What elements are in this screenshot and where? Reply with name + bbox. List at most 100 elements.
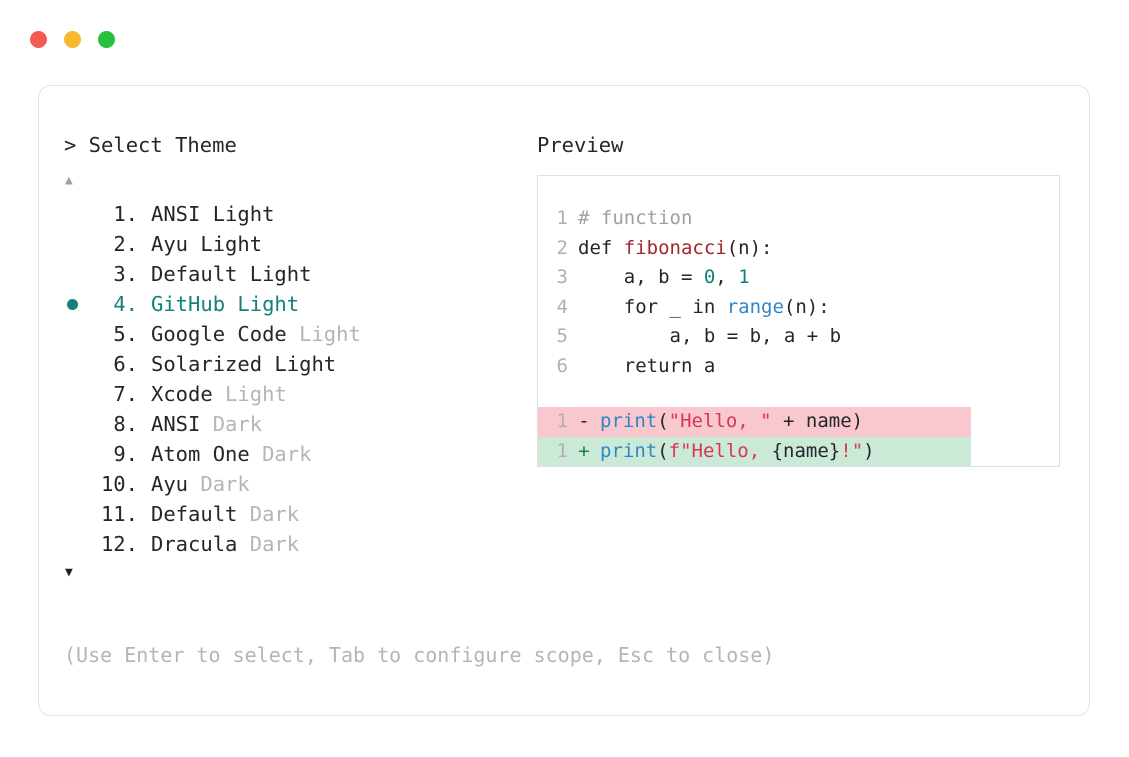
theme-variant-suffix: Dark: [200, 412, 263, 436]
theme-list-item[interactable]: 7.Xcode Light: [64, 379, 534, 409]
window-close-button[interactable]: [30, 31, 47, 48]
diff-line-add: 1 + print(f"Hello, {name}!"): [538, 436, 971, 467]
code-token: (: [657, 410, 669, 432]
theme-index: 3.: [113, 262, 138, 286]
theme-list-item[interactable]: 4. GitHub Light: [64, 289, 534, 319]
code-line: 1# function: [538, 204, 1059, 234]
theme-variant-suffix: Dark: [188, 472, 250, 496]
code-token: # function: [578, 207, 693, 229]
code-line-text: def fibonacci(n):: [578, 234, 772, 264]
theme-list-item[interactable]: 6. Solarized Light: [64, 349, 534, 379]
theme-list-item[interactable]: 12.Dracula Dark: [64, 529, 534, 559]
theme-list-item[interactable]: 11. Default Dark: [64, 499, 534, 529]
code-line-number: 4: [556, 295, 568, 318]
theme-picker-panel: > Select Theme ▲ 1. ANSI Light 2.Ayu Light…: [38, 85, 1090, 716]
theme-index: 8.: [113, 412, 138, 436]
window-minimize-button[interactable]: [64, 31, 81, 48]
window-maximize-button[interactable]: [98, 31, 115, 48]
code-line: 6 return a: [538, 352, 1059, 382]
theme-name: GitHub Light: [151, 292, 300, 316]
code-line: 2 def fibonacci(n):: [538, 234, 1059, 264]
theme-name: Default: [151, 502, 238, 526]
theme-selection-column: > Select Theme ▲ 1. ANSI Light 2.Ayu Light…: [64, 131, 534, 583]
code-token: (n):: [726, 236, 773, 259]
code-token: a, b = b, a + b: [578, 325, 842, 347]
scroll-down-arrow-icon[interactable]: ▼: [65, 565, 73, 580]
theme-list-item[interactable]: 5.Google Code Light: [64, 319, 534, 349]
code-line-text: a, b = b, a + b: [578, 322, 842, 352]
code-token: ,: [715, 266, 739, 288]
theme-name: ANSI: [151, 412, 201, 436]
select-theme-heading: > Select Theme: [64, 133, 237, 157]
theme-name: Google Code: [151, 322, 287, 346]
diff-line-number: 1: [556, 439, 568, 462]
theme-list-item[interactable]: 10. Ayu Dark: [64, 469, 534, 499]
selection-bullet-cell: [64, 439, 92, 469]
theme-list-item[interactable]: 2.Ayu Light: [64, 229, 534, 259]
theme-variant-suffix: Light: [212, 382, 287, 406]
selection-bullet-cell: [64, 229, 92, 259]
code-line-number: 6: [556, 354, 568, 377]
code-token: "Hello, ": [668, 410, 772, 432]
theme-name: Atom One: [151, 442, 250, 466]
theme-variant-suffix: Dark: [237, 532, 300, 556]
theme-variant-suffix: Dark: [249, 442, 312, 466]
diff-sign: +: [578, 439, 590, 462]
code-token: (n):: [783, 295, 830, 318]
code-token: print: [600, 410, 658, 432]
code-line: 5 a, b = b, a + b: [538, 322, 1059, 352]
keyboard-hint: (Use Enter to select, Tab to configure s…: [64, 643, 775, 667]
selection-bullet-cell: [64, 289, 92, 319]
theme-index: 6.: [113, 352, 138, 376]
theme-name: Ayu: [151, 472, 189, 496]
code-line-number: 2: [556, 236, 568, 259]
panel-columns: > Select Theme ▲ 1. ANSI Light 2.Ayu Light…: [39, 86, 1089, 715]
code-token: f"Hello,: [668, 439, 772, 462]
theme-index: 11.: [100, 502, 138, 526]
code-token: print: [600, 439, 658, 462]
selection-bullet-cell: [64, 499, 92, 529]
theme-index: 9.: [113, 442, 138, 466]
code-token: range: [726, 295, 784, 318]
theme-list-item[interactable]: 8. ANSI Dark: [64, 409, 534, 439]
selection-bullet-cell: [64, 319, 92, 349]
theme-index: 1.: [113, 202, 138, 226]
theme-index: 4.: [113, 292, 138, 316]
code-token: {name}: [771, 439, 841, 462]
diff-sign: -: [578, 410, 590, 432]
code-token: for _ in: [578, 295, 727, 318]
theme-list-item[interactable]: 3. Default Light: [64, 259, 534, 289]
code-line: 4 for _ in range(n):: [538, 293, 1059, 323]
selection-bullet-cell: [64, 529, 92, 559]
code-token: 1: [738, 266, 750, 288]
code-token: a, b =: [578, 266, 704, 288]
scroll-up-arrow-icon[interactable]: ▲: [65, 173, 73, 188]
theme-name: Dracula: [151, 532, 238, 556]
code-line-number: 5: [556, 325, 568, 347]
theme-name: Default Light: [151, 262, 312, 286]
code-spacer: [538, 381, 1059, 407]
theme-name: ANSI Light: [151, 202, 275, 226]
theme-list: 1. ANSI Light 2.Ayu Light 3. Default Light 4.…: [64, 199, 534, 559]
code-token: ): [863, 439, 875, 462]
selection-bullet-cell: [64, 409, 92, 439]
code-token: (: [657, 439, 669, 462]
code-token: !": [840, 439, 864, 462]
code-line: 3 a, b = 0, 1: [538, 263, 1059, 293]
code-token: + name): [771, 410, 864, 432]
theme-list-item[interactable]: 9. Atom One Dark: [64, 439, 534, 469]
selection-bullet-cell: [64, 259, 92, 289]
code-line-text: return a: [578, 352, 716, 382]
theme-variant-suffix: Dark: [237, 502, 300, 526]
theme-list-item[interactable]: 1. ANSI Light: [64, 199, 534, 229]
diff-line-text: print(f"Hello, {name}!"): [600, 437, 875, 467]
code-token: def: [578, 236, 624, 259]
theme-index: 10.: [100, 472, 138, 496]
code-line-number: 3: [556, 266, 568, 288]
selected-bullet-icon: [67, 298, 78, 310]
code-token: return a: [578, 354, 716, 377]
selection-bullet-cell: [64, 199, 92, 229]
theme-name: Solarized Light: [151, 352, 337, 376]
